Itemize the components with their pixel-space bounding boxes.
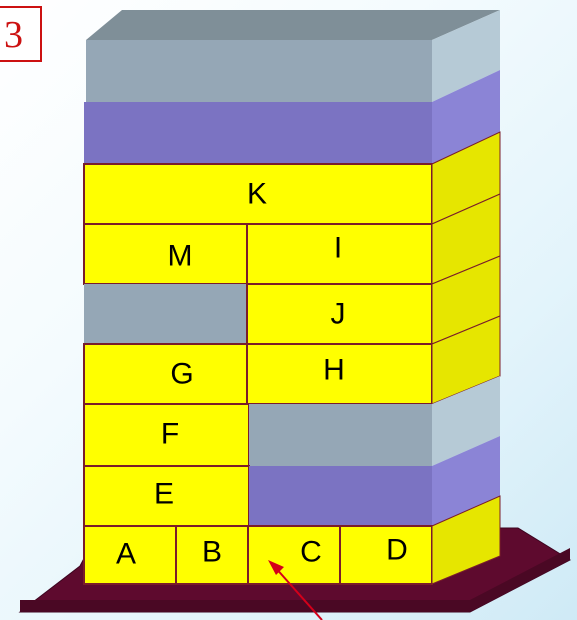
block-m [84, 224, 247, 284]
label-b: B [202, 536, 222, 569]
top-slab-front [86, 40, 432, 102]
gap-purple-right [249, 466, 432, 526]
label-i: I [334, 232, 342, 265]
label-j: J [331, 298, 346, 331]
label-h: H [323, 354, 345, 387]
block-c [248, 526, 340, 584]
label-m: M [168, 240, 193, 273]
block-g [84, 344, 247, 404]
gap-grey-left [84, 284, 247, 344]
label-e: E [154, 478, 174, 511]
top-slab-top [86, 10, 500, 40]
label-a: A [116, 538, 136, 571]
label-k: K [247, 178, 267, 211]
label-d: D [386, 534, 408, 567]
label-f: F [161, 418, 179, 451]
gap-grey-right [249, 404, 432, 466]
label-g: G [170, 358, 193, 391]
label-c: C [300, 536, 322, 569]
purple-slab-front [84, 102, 432, 164]
